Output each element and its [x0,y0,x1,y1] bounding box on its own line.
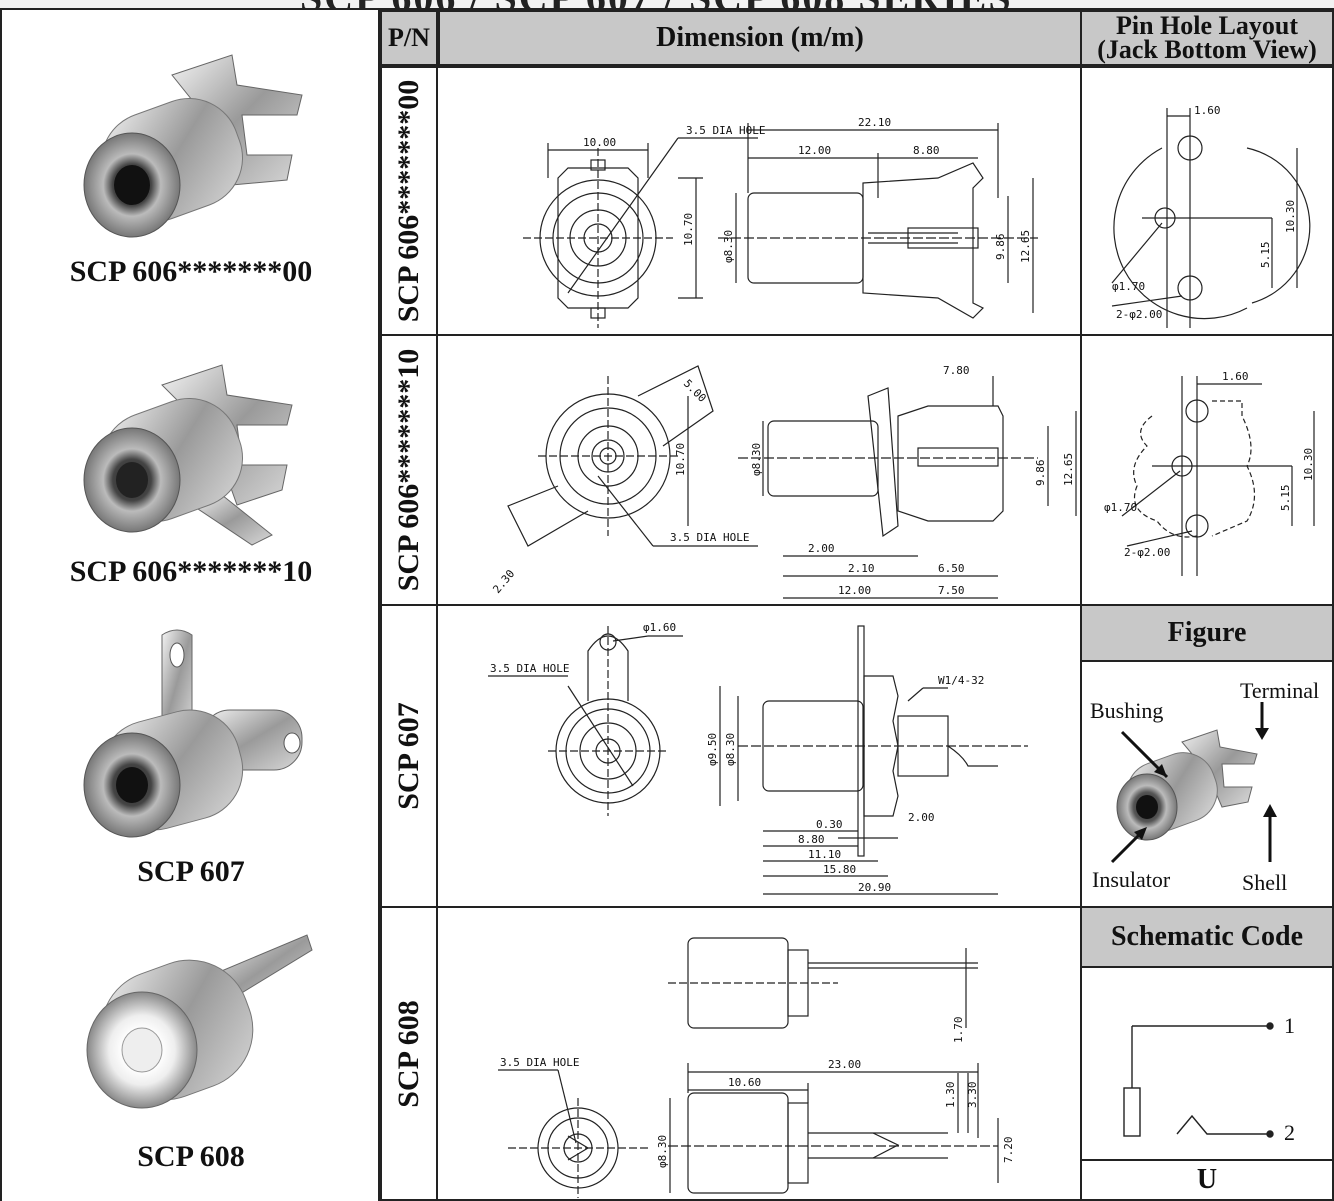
pin-hole-header-line2: (Jack Bottom View) [1097,35,1317,64]
pin2-m: 5.15 [1279,485,1292,512]
dim4-hole: 3.5 DIA HOLE [500,1056,579,1069]
dim-d: 12.65 [1019,230,1032,263]
product-photo-panel: SCP 606*******00 SCP 606*******10 SCP 60… [0,10,378,1201]
dim-width: 10.00 [583,136,616,149]
dim2-hole: 3.5 DIA HOLE [670,531,749,544]
figure-insulator-label: Insulator [1092,867,1171,892]
product-label-606-00: SCP 606*******00 [69,255,313,288]
product-photo-608 [86,934,313,1109]
pn-608: SCP 608 [392,999,425,1108]
dimension-drawing-606-00: 10.00 3.5 DIA HOLE 10.70 22.10 12.00 8.8… [436,66,1082,336]
dim-length: 22.10 [858,116,891,129]
dim2-g: 6.50 [938,562,965,575]
dimension-drawing-607: φ1.60 3.5 DIA HOLE W1/4-32 φ9.50 φ8.30 0… [436,604,1082,908]
dim3-c: 8.80 [798,833,825,846]
dim-dia: φ8.30 [722,230,735,263]
spec-table: P/N Dimension (m/m) Pin Hole Layout (Jac… [378,10,1334,1201]
dim3-b: 2.00 [908,811,935,824]
product-label-606-10: SCP 606*******10 [69,555,313,588]
pn-cell-606-10: SCP 606*******10 [380,334,438,606]
pn-cell-608: SCP 608 [380,906,438,1201]
dim2-top: 7.80 [943,364,970,377]
dim4-c: 3.30 [966,1082,979,1109]
series-title: SCP 606 / SCP 607 / SCP 608 SERIES [300,0,1013,8]
product-photo-607 [83,629,303,838]
dimension-drawing-608: 1.70 3.5 DIA HOLE 23.00 10.60 1.30 3.30 … [436,906,1082,1201]
dim2-i: 12.00 [838,584,871,597]
pin2-top: 1.60 [1222,370,1249,383]
product-photo-606-00 [83,54,303,238]
dim3-e: 15.80 [823,863,856,876]
schematic-pin-2: 2 [1284,1120,1295,1145]
dim3-hole: 3.5 DIA HOLE [490,662,569,675]
dim-c: 9.86 [994,234,1007,261]
dim3-a: 0.30 [816,818,843,831]
pin-m: 5.15 [1259,242,1272,269]
dim3-d1: φ9.50 [706,733,719,766]
dimension-drawing-606-10: 5.00 10.70 2.30 3.5 DIA HOLE 7.80 φ8.30 … [436,334,1082,606]
pin-layout-606-10: 1.60 10.30 5.15 φ1.70 2-φ2.00 [1080,334,1334,606]
figure-header: Figure [1080,604,1334,662]
pn-header: P/N [380,10,438,66]
dim2-dia: φ8.30 [750,443,763,476]
dim4-dia: φ8.30 [656,1135,669,1168]
dim4-h: 7.20 [1002,1137,1015,1164]
pn-cell-607: SCP 607 [380,604,438,908]
pn-606-10: SCP 606*******10 [392,348,425,592]
dim2-d: 12.65 [1062,453,1075,486]
figure-bushing-label: Bushing [1090,698,1163,723]
dim3-d: 11.10 [808,848,841,861]
pn-607: SCP 607 [392,702,425,810]
pin-q: 2-φ2.00 [1116,308,1162,321]
dim3-thread: W1/4-32 [938,674,984,687]
figure-terminal-label: Terminal [1240,678,1319,703]
dim2-j: 7.50 [938,584,965,597]
dim2-e: 2.00 [808,542,835,555]
pin-phi: φ1.70 [1112,280,1145,293]
product-label-607: SCP 607 [137,855,245,888]
pin2-h: 10.30 [1302,448,1315,481]
pin-hole-header-line1: Pin Hole Layout [1115,11,1298,40]
pin-top: 1.60 [1194,104,1221,117]
dimension-header: Dimension (m/m) [438,10,1082,66]
dim2-f: 2.10 [848,562,875,575]
figure-shell-label: Shell [1242,870,1287,895]
dim3-f: 20.90 [858,881,891,894]
pin2-phi: φ1.70 [1104,501,1137,514]
dim2-t: 5.00 [681,377,709,405]
pin-h: 10.30 [1284,200,1297,233]
schematic-code-cell: U [1080,1159,1334,1201]
schematic-pin-1: 1 [1284,1013,1295,1038]
dim-height: 10.70 [682,213,695,246]
dim3-d2: φ8.30 [724,733,737,766]
pn-cell-606-00: SCP 606*******00 [380,66,438,336]
schematic-header: Schematic Code [1080,906,1334,968]
dim-hole: 3.5 DIA HOLE [686,124,765,137]
figure-cell: Bushing Terminal Insulator Shell [1080,660,1334,908]
dim4-t: 1.70 [952,1017,965,1044]
series-title-band: SCP 606 / SCP 607 / SCP 608 SERIES [0,0,1334,10]
dim-a: 12.00 [798,144,831,157]
pn-606-00: SCP 606*******00 [392,79,425,323]
dim4-b: 1.30 [944,1082,957,1109]
pin2-q: 2-φ2.00 [1124,546,1170,559]
dim-b: 8.80 [913,144,940,157]
schematic-cell: 1 2 [1080,966,1334,1161]
pin-hole-header: Pin Hole Layout (Jack Bottom View) [1080,10,1334,66]
product-label-608: SCP 608 [137,1140,245,1173]
dim4-len: 23.00 [828,1058,861,1071]
pin-layout-606-00: 1.60 10.30 5.15 φ1.70 2-φ2.00 [1080,66,1334,336]
dim3-phi: φ1.60 [643,621,676,634]
product-photo-606-10 [83,364,293,546]
dim2-h: 10.70 [674,443,687,476]
dim4-a: 10.60 [728,1076,761,1089]
dim2-c: 9.86 [1034,460,1047,487]
dim2-s: 2.30 [490,567,517,596]
